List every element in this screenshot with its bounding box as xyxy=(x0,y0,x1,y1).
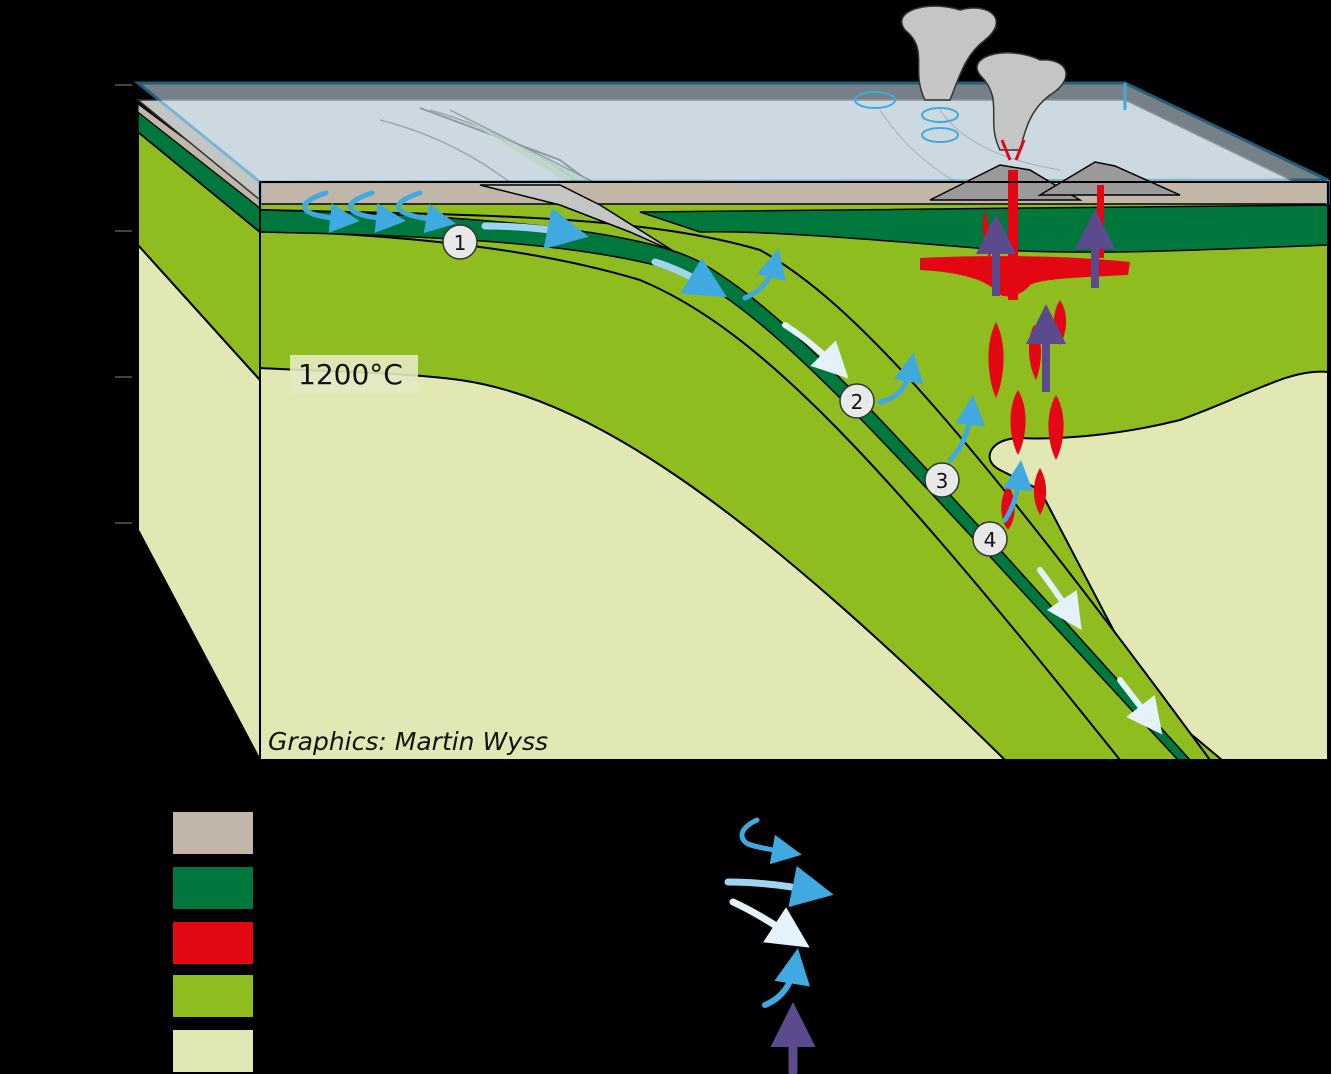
svg-text:4: 4 xyxy=(984,528,997,552)
legend-swatch-sediment xyxy=(173,812,253,854)
water-arrows xyxy=(301,190,1163,735)
legend-swatch-magma xyxy=(173,922,253,964)
marker-4: 4 xyxy=(972,521,1008,557)
legend-curved-water-arrow xyxy=(739,817,802,865)
marker-3: 3 xyxy=(924,462,960,498)
markers: 1 2 3 4 xyxy=(442,224,1008,557)
volcanoes xyxy=(854,5,1181,201)
legend-swatch-asthenosphere xyxy=(173,1030,253,1072)
depth-ticks xyxy=(115,84,132,524)
graphics-credit: Graphics: Martin Wyss xyxy=(268,727,549,756)
isotherm-text: 1200°C xyxy=(298,358,403,391)
legend-swatch-lithosphere xyxy=(173,975,253,1017)
legend-swatch-oceanic-crust xyxy=(173,867,253,909)
svg-text:1: 1 xyxy=(454,231,467,255)
isotherm-label: 1200°C xyxy=(290,355,418,393)
melt-arrows xyxy=(976,209,1115,392)
legend-arrows xyxy=(724,817,834,1074)
front-frame xyxy=(259,181,1329,761)
marker-1: 1 xyxy=(442,224,478,260)
legend-water-flow-arrow xyxy=(724,865,834,908)
marker-2: 2 xyxy=(839,383,875,419)
front-face xyxy=(259,181,1329,761)
legend-swatches xyxy=(173,812,253,1072)
svg-text:3: 3 xyxy=(936,469,949,493)
block-side-face xyxy=(137,103,261,761)
svg-text:2: 2 xyxy=(851,390,864,414)
legend-fluid-flow-arrow xyxy=(729,898,810,948)
legend-rising-fluid-arrow xyxy=(762,948,810,1008)
